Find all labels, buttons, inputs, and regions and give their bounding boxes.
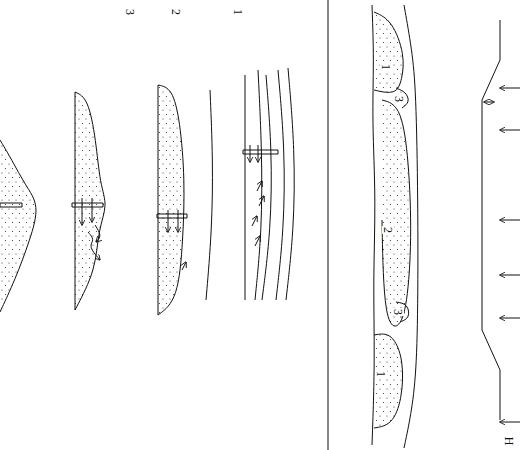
callout-number: 1 [232,8,244,16]
groyne [157,218,187,219]
groyne [72,207,103,208]
groyne [157,214,158,218]
regulation-line [482,20,500,420]
flow-arrow [500,220,520,221]
groyne [103,203,104,207]
eddy-arrow [88,232,100,260]
flow-arrow [500,275,520,276]
bank [75,92,76,310]
groyne [0,207,22,208]
callout-number: 1 [375,370,387,378]
sand-bar [75,92,105,310]
flow-arrow [252,216,257,226]
callout-number: 3 [124,8,136,16]
flow-arrow [182,262,186,270]
callout-number: 2 [170,8,182,16]
callout-number: 3 [393,95,405,103]
flow-arrow [500,130,520,131]
flow-arrow [82,198,83,225]
callout-number: 1 [380,63,392,71]
groyne [243,154,278,155]
groyne [278,150,279,154]
flow-arrow [500,88,520,89]
sand-bar [374,334,403,428]
dimension-arrow [484,102,494,103]
bank [206,90,212,300]
groyne [72,203,73,207]
flow-line [276,70,284,300]
groyne [0,203,22,204]
divider [328,0,329,450]
flow-arrow [168,210,169,232]
flow-arrow [259,196,264,206]
bank [245,75,246,300]
eddy-arrow [95,225,100,242]
flow-arrow [257,181,262,191]
groyne [187,214,188,218]
flow-line [262,75,271,300]
groyne [157,214,187,215]
groyne [0,203,1,207]
sand-bar [374,12,403,92]
level-label: H [503,435,515,446]
flow-line [255,70,262,300]
groyne [243,150,278,151]
callout-number: 3 [392,308,404,316]
flow-arrow [92,198,93,222]
groyne [243,150,244,154]
groyne [72,203,103,204]
flow-arrow [255,236,260,246]
sand-bar [0,140,36,312]
flow-arrow [178,210,179,232]
flow-arrow [258,145,259,162]
flow-arrow [500,422,520,423]
flow-arrow [250,145,251,162]
groyne [22,203,23,207]
flow-arrow [500,318,520,319]
callout-number: 2 [382,226,394,234]
flow-line [286,68,294,300]
bank [158,85,159,315]
sand-bar [382,100,411,326]
sand-bar [158,85,184,315]
